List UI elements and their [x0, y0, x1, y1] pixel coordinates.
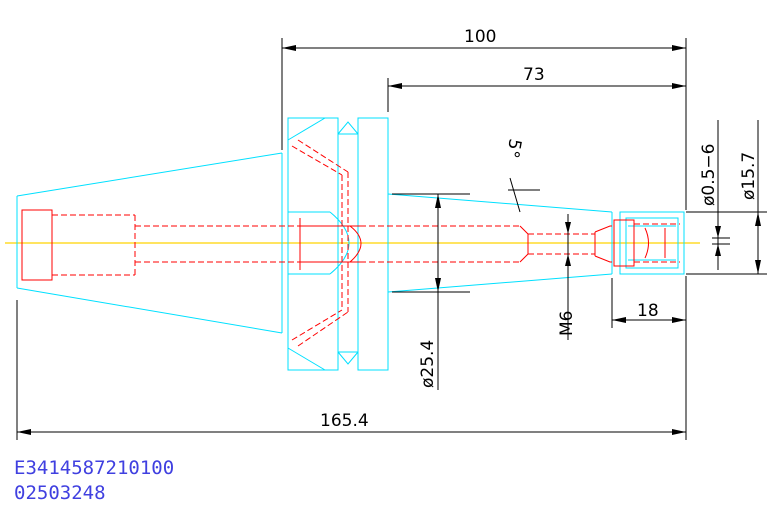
holder-outline: [16, 117, 685, 371]
dim-18-label: 18: [637, 301, 659, 321]
dimensions: [16, 38, 767, 440]
dim-m6-label: M6: [557, 311, 577, 336]
dim-165-label: 165.4: [320, 411, 369, 431]
hidden-lines: [21, 139, 680, 347]
dim-73-label: 73: [523, 65, 545, 85]
dim-dia-range-label: ø0.5−6: [699, 144, 719, 207]
code-line-2: 02503248: [14, 482, 106, 504]
dim-100-label: 100: [464, 27, 496, 47]
code-line-1: E3414587210100: [14, 457, 174, 479]
dim-angle-label: 5°: [502, 137, 525, 160]
dim-dia-15-label: ø15.7: [739, 152, 759, 200]
dim-dia-25-label: ø25.4: [418, 340, 438, 388]
